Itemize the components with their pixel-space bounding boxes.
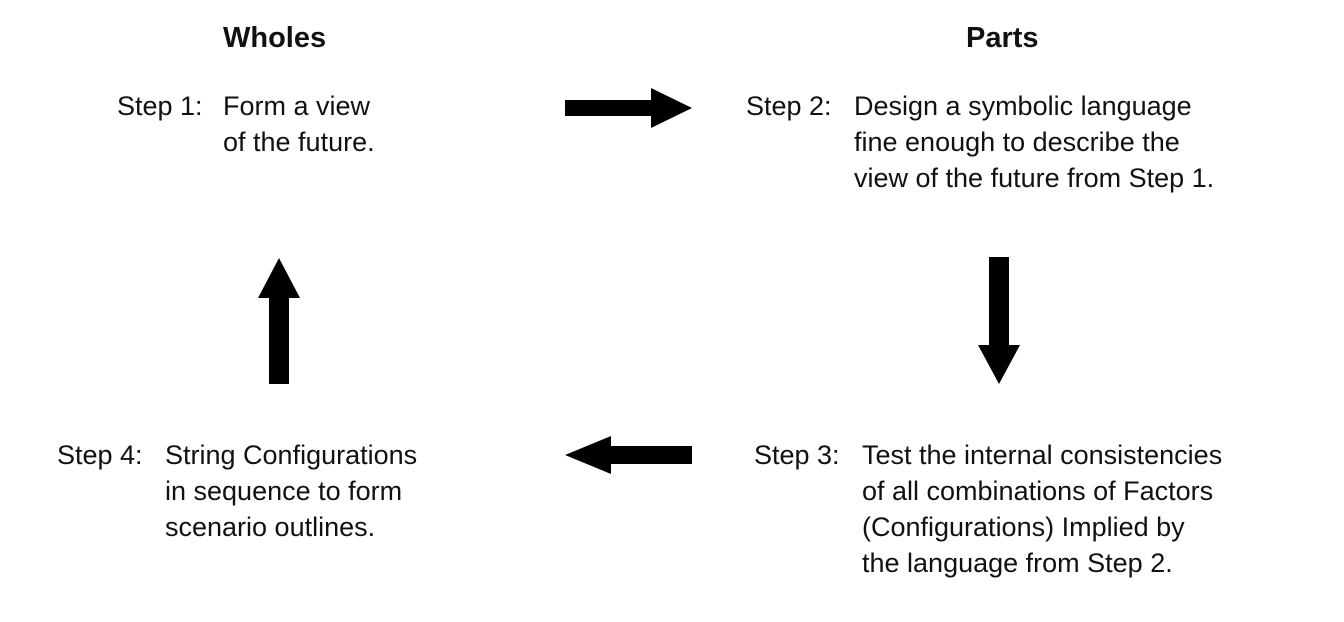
arrow-down-shape [978,257,1020,384]
heading-parts: Parts [966,22,1039,54]
arrow-down-icon [978,257,1020,384]
step-3-label: Step 3: [754,440,840,470]
step-2-box: Step 2: Design a symbolic language fine … [746,88,1306,203]
step-2-label: Step 2: [746,91,832,121]
arrow-up-shape [258,258,300,384]
step-3-line-3: (Configurations) Implied by [862,512,1185,542]
step-2-line-1: Design a symbolic language [854,91,1192,121]
step-4-line-3: scenario outlines. [165,512,376,542]
step-1-line-2: of the future. [223,127,375,157]
step-4-line-2: in sequence to form [165,476,403,506]
arrow-right-shape [565,88,692,128]
heading-wholes: Wholes [223,22,327,54]
step-1-line-1: Form a view [223,91,371,121]
arrow-up-icon [258,258,300,384]
step-3-line-4: the language from Step 2. [862,548,1173,578]
step-4-label: Step 4: [57,440,143,470]
step-3-line-2: of all combinations of Factors [862,476,1214,506]
step-4-box: Step 4: String Configurations in sequenc… [57,437,487,552]
arrow-left-icon [565,436,692,474]
step-3-line-1: Test the internal consistencies [862,440,1223,470]
step-4-line-1: String Configurations [165,440,418,470]
step-2-line-2: fine enough to describe the [854,127,1180,157]
step-3-box: Step 3: Test the internal consistencies … [754,437,1314,587]
arrow-left-shape [565,436,692,474]
step-1-box: Step 1: Form a view of the future. [117,88,437,168]
step-1-label: Step 1: [117,91,203,121]
step-2-line-3: view of the future from Step 1. [854,163,1215,193]
arrow-right-icon [565,88,692,128]
